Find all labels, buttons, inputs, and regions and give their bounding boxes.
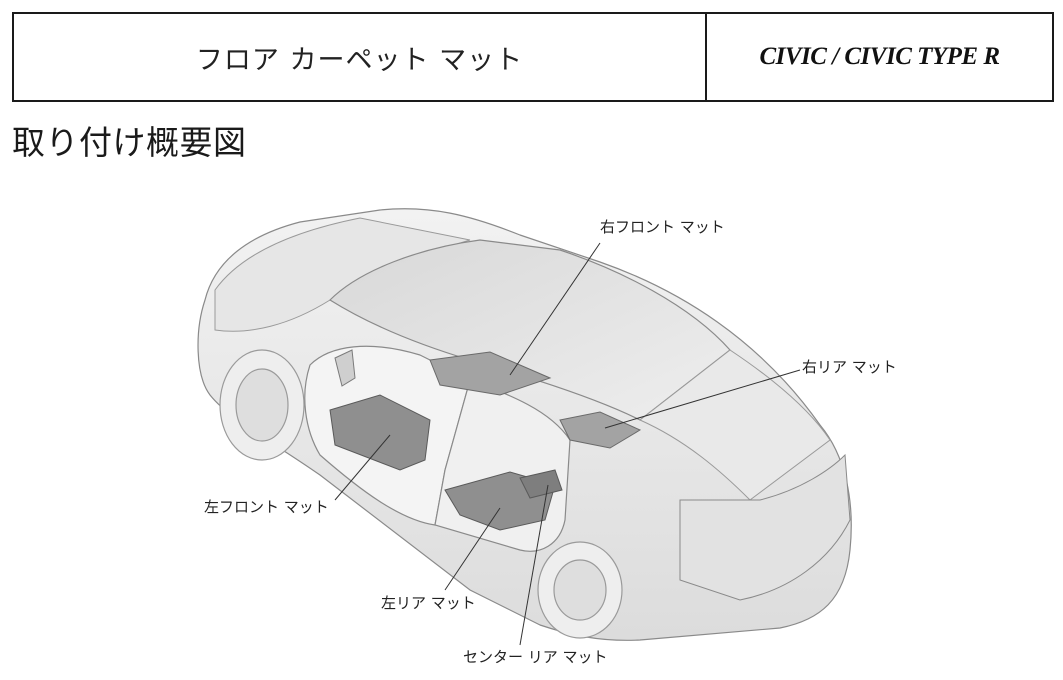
- callout-left-rear-mat: 左リア マット: [381, 594, 476, 612]
- leader-lines: [334, 242, 801, 646]
- leader-center-rear: [519, 484, 549, 646]
- leader-left-front: [334, 434, 391, 501]
- left-front-mat: [329, 394, 431, 471]
- center-rear-mat: [519, 469, 563, 499]
- leader-right-front: [509, 242, 601, 376]
- section-heading: 取り付け概要図: [12, 123, 247, 162]
- callout-left-front-mat: 左フロント マット: [204, 498, 329, 516]
- callout-right-rear-mat: 右リア マット: [802, 358, 897, 376]
- right-front-mat: [429, 351, 552, 396]
- document-title: フロア カーペット マット: [14, 14, 707, 100]
- rear-wheel: [537, 541, 623, 639]
- model-name: CIVIC / CIVIC TYPE R: [759, 43, 1000, 70]
- side-mirror: [334, 349, 356, 387]
- header-box: フロア カーペット マット CIVIC / CIVIC TYPE R: [12, 12, 1054, 102]
- callout-center-rear-mat: センター リア マット: [463, 648, 608, 666]
- right-rear-mat: [559, 411, 642, 449]
- rear-fascia: [679, 453, 851, 601]
- rear-deck: [639, 349, 831, 501]
- front-wheel: [219, 349, 305, 461]
- leader-right-rear: [604, 369, 801, 429]
- leader-left-rear: [444, 507, 501, 591]
- callout-right-front-mat: 右フロント マット: [600, 218, 725, 236]
